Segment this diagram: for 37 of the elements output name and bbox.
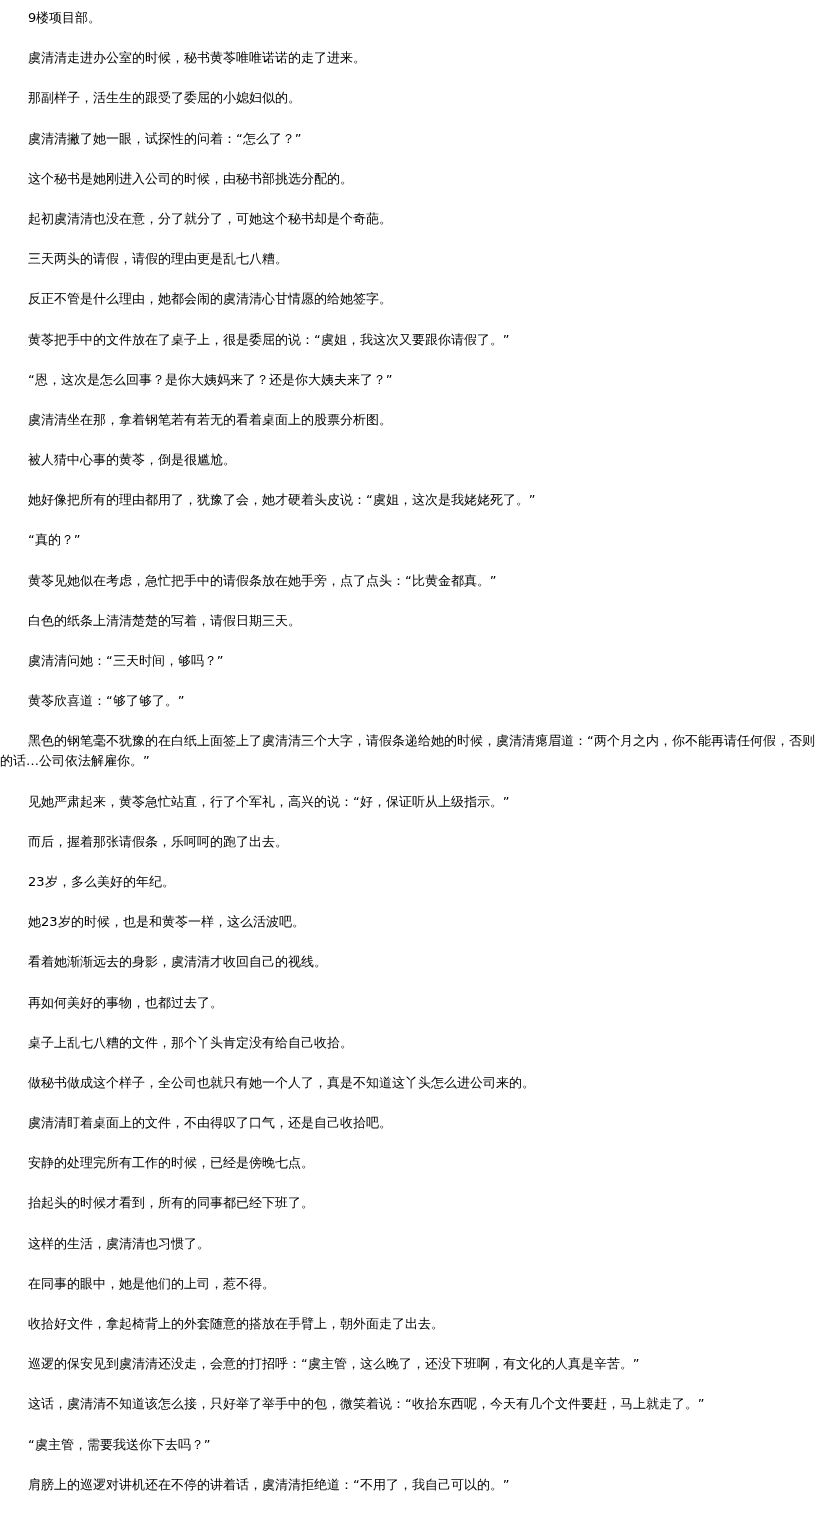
paragraph: 被人猜中心事的黄苓，倒是很尴尬。	[27, 451, 237, 470]
paragraph: “真的？”	[27, 531, 82, 550]
paragraph: 三天两头的请假，请假的理由更是乱七八糟。	[27, 250, 289, 269]
paragraph: 黄苓欣喜道：“够了够了。”	[27, 692, 186, 711]
paragraph: 黑色的钢笔毫不犹豫的在白纸上面签上了虞清清三个大字，请假条递给她的时候，虞清清瘪眉道：“两个月之内，你不能再请任何假，否则的话…公司依法解雇你。”	[0, 732, 816, 771]
paragraph: 23岁，多么美好的年纪。	[27, 872, 176, 891]
paragraph: 虞清清坐在那，拿着钢笔若有若无的看着桌面上的股票分析图。	[27, 410, 393, 429]
paragraph: 桌子上乱七八糟的文件，那个丫头肯定没有给自己收拾。	[27, 1033, 354, 1052]
paragraph: 虞清清撇了她一眼，试探性的问着：“怎么了？”	[27, 129, 303, 148]
paragraph: 9楼项目部。	[27, 9, 103, 27]
paragraph: 虞清清问她：“三天时间，够吗？”	[27, 652, 225, 670]
paragraph: 肩膀上的巡逻对讲机还在不停的讲着话，虞清清拒绝道：“不用了，我自己可以的。”	[27, 1475, 511, 1494]
paragraph: 反正不管是什么理由，她都会闹的虞清清心甘情愿的给她签字。	[27, 290, 393, 309]
paragraph: “恩，这次是怎么回事？是你大姨妈来了？还是你大姨夫来了？”	[27, 370, 394, 389]
paragraph: 安静的处理完所有工作的时候，已经是傍晚七点。	[27, 1154, 315, 1173]
paragraph: 再如何美好的事物，也都过去了。	[27, 993, 224, 1012]
paragraph: 这话，虞清清不知道该怎么接，只好举了举手中的包，微笑着说：“收拾东西呢，今天有几个文件要赶，马上就走了。”	[27, 1395, 706, 1414]
paragraph: 巡逻的保安见到虞清清还没走，会意的打招呼：“虞主管，这么晚了，还没下班啊，有文化的人真是辛苦。”	[27, 1355, 641, 1374]
paragraph: 在同事的眼中，她是他们的上司，惹不得。	[27, 1274, 276, 1293]
paragraph: 黄苓把手中的文件放在了桌子上，很是委屈的说：“虞姐，我这次又要跟你请假了。”	[27, 330, 511, 349]
paragraph: 虞清清走进办公室的时候，秘书黄苓唯唯诺诺的走了进来。	[27, 49, 367, 68]
paragraph: 起初虞清清也没在意，分了就分了，可她这个秘书却是个奇葩。	[27, 209, 393, 228]
paragraph: 黄苓见她似在考虑，急忙把手中的请假条放在她手旁，点了点头：“比黄金都真。”	[27, 571, 498, 590]
paragraph: 白色的纸条上清清楚楚的写着，请假日期三天。	[27, 611, 302, 630]
paragraph: 而后，握着那张请假条，乐呵呵的跑了出去。	[27, 832, 289, 851]
paragraph: 抬起头的时候才看到，所有的同事都已经下班了。	[27, 1194, 315, 1213]
paragraph: 这样的生活，虞清清也习惯了。	[27, 1234, 211, 1253]
paragraph: 她23岁的时候，也是和黄苓一样，这么活波吧。	[27, 913, 306, 932]
paragraph: 这个秘书是她刚进入公司的时候，由秘书部挑选分配的。	[27, 169, 354, 188]
paragraph: “虞主管，需要我送你下去吗？”	[27, 1435, 212, 1454]
paragraph: 收拾好文件，拿起椅背上的外套随意的搭放在手臂上，朝外面走了出去。	[27, 1315, 445, 1333]
paragraph: 看着她渐渐远去的身影，虞清清才收回自己的视线。	[27, 953, 328, 972]
paragraph: 她好像把所有的理由都用了，犹豫了会，她才硬着头皮说：“虞姐，这次是我姥姥死了。”	[27, 491, 537, 510]
paragraph: 见她严肃起来，黄苓急忙站直，行了个军礼，高兴的说：“好，保证听从上级指示。”	[27, 792, 511, 811]
paragraph: 虞清清盯着桌面上的文件，不由得叹了口气，还是自己收拾吧。	[27, 1114, 393, 1133]
paragraph: 那副样子，活生生的跟受了委屈的小媳妇似的。	[27, 89, 302, 108]
paragraph: 做秘书做成这个样子，全公司也就只有她一个人了，真是不知道这丫头怎么进公司来的。	[27, 1073, 536, 1092]
